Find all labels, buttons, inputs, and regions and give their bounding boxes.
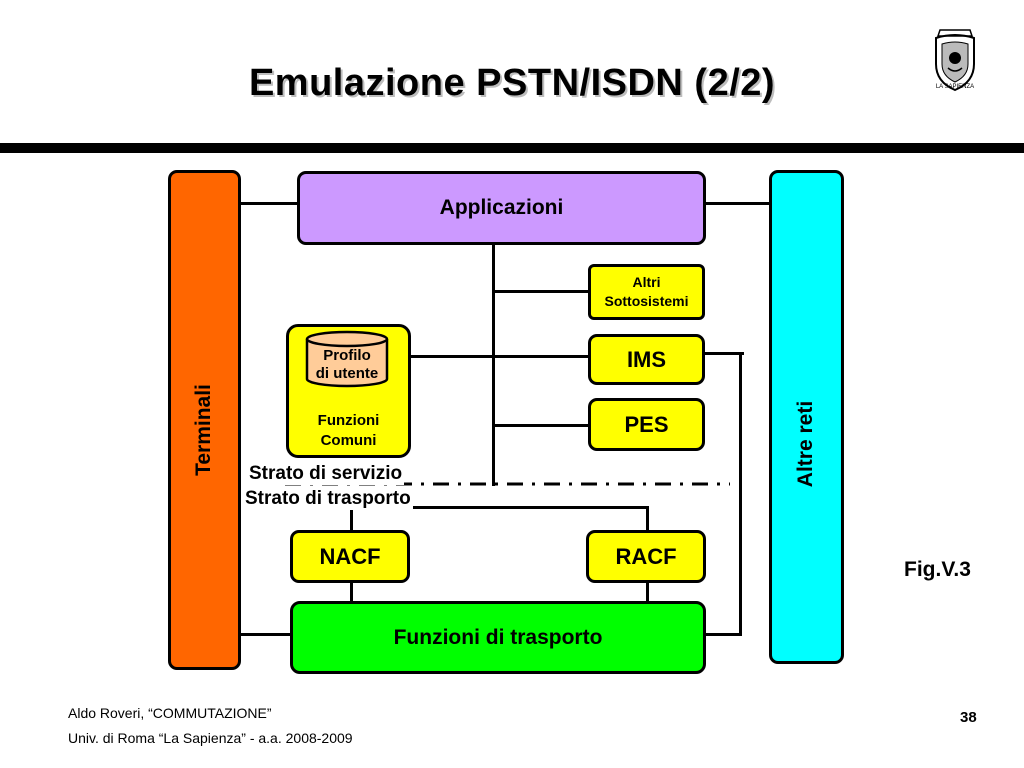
altri-sottosistemi-line1: Altri — [632, 274, 661, 290]
strato-trasporto-label: Strato di trasporto — [243, 488, 413, 510]
racf-box: RACF — [586, 530, 706, 583]
connector-line — [646, 581, 649, 603]
connector-line — [408, 355, 590, 358]
connector-line — [492, 243, 495, 486]
profilo-label: Profilo di utente — [305, 347, 389, 383]
connector-line — [350, 506, 353, 532]
page-title: Emulazione PSTN/ISDN (2/2) — [248, 62, 776, 104]
connector-line — [646, 506, 649, 532]
altre-reti-bar — [769, 170, 844, 664]
funzioni-comuni-line2: Comuni — [320, 432, 377, 449]
funzioni-comuni-line1: Funzioni — [317, 412, 380, 429]
profilo-database-icon — [305, 330, 389, 388]
connector-line — [739, 352, 742, 636]
pes-box: PES — [588, 398, 705, 451]
altri-sottosistemi-line2: Sottosistemi — [604, 293, 689, 309]
strato-servizio-label: Strato di servizio — [247, 463, 405, 485]
nacf-box: NACF — [290, 530, 410, 583]
applicazioni-box: Applicazioni — [297, 171, 706, 245]
figure-label: Fig.V.3 — [904, 558, 971, 581]
connector-line — [492, 290, 590, 293]
connector-line — [704, 633, 742, 636]
logo-caption: LA SAPIENZA — [935, 84, 975, 90]
connector-line — [350, 581, 353, 603]
profilo-line1: Profilo — [323, 347, 371, 364]
university-seal-icon — [935, 29, 975, 92]
title-divider — [0, 143, 1024, 153]
footer-university: Univ. di Roma “La Sapienza” - a.a. 2008-… — [68, 730, 353, 746]
profilo-line2: di utente — [315, 365, 379, 382]
connector-line — [240, 633, 292, 636]
footer-author: Aldo Roveri, “COMMUTAZIONE” — [68, 705, 272, 721]
terminali-label: Terminali — [192, 384, 215, 476]
altre-reti-label: Altre reti — [794, 400, 817, 488]
connector-line — [240, 202, 300, 205]
altri-sottosistemi-box: Altri Sottosistemi — [588, 264, 705, 320]
connector-line — [492, 424, 590, 427]
page-number: 38 — [960, 709, 977, 726]
connector-line — [704, 352, 744, 355]
terminali-bar — [168, 170, 241, 670]
connector-line — [704, 202, 772, 205]
funzioni-trasporto-box: Funzioni di trasporto — [290, 601, 706, 674]
ims-box: IMS — [588, 334, 705, 385]
connector-line — [350, 506, 649, 509]
